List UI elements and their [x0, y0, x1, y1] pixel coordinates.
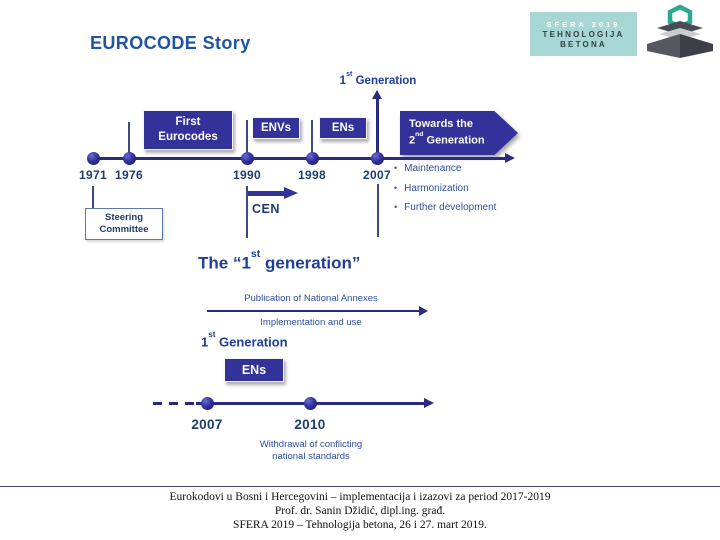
first-generation-label-2: 1st Generation: [201, 330, 288, 350]
dot-1971: [86, 152, 100, 165]
logo-betona-text: BETONA: [560, 39, 607, 49]
banner-line2: 2nd Generation: [409, 130, 485, 147]
implementation-label: Implementation and use: [260, 317, 362, 328]
implementation-arrowhead: [419, 306, 428, 316]
box-first-eurocodes: First Eurocodes: [143, 110, 233, 150]
year-2007: 2007: [363, 168, 391, 182]
tick-1998: [311, 120, 313, 154]
towards-2nd-generation-banner: Towards the 2nd Generation: [400, 111, 518, 155]
withdrawal-note: Withdrawal of conflicting national stand…: [259, 439, 363, 462]
dot-2007-lower: [200, 397, 214, 410]
bullet-harmonization: •Harmonization: [394, 182, 469, 194]
tick-1976: [128, 122, 130, 154]
year-1976: 1976: [115, 168, 143, 182]
section2-title: The “1st generation”: [198, 248, 361, 273]
footer: Eurokodovi u Bosni i Hercegovini – imple…: [0, 490, 720, 532]
maintenance-bullet-list: •Maintenance •Harmonization •Further dev…: [394, 163, 502, 222]
building-icon: [647, 4, 713, 58]
banner-line1: Towards the: [409, 118, 473, 130]
slide-title: EUROCODE Story: [90, 33, 251, 53]
dot-1998: [305, 152, 319, 165]
bullet-maintenance: •Maintenance: [394, 163, 462, 174]
logo-tehnologija-text: TEHNOLOGIJA: [542, 29, 625, 39]
timeline-1-arrowhead: [505, 153, 515, 163]
box-ens-2: ENs: [224, 358, 284, 382]
logo-sfera-text: SFERA 2019: [546, 19, 621, 29]
bullet-further-development: •Further development: [394, 202, 497, 213]
timeline-2-arrowhead: [424, 398, 434, 408]
cen-arrow-shaft: [248, 191, 284, 196]
cen-connector: [246, 186, 248, 238]
tick-1990: [246, 120, 248, 154]
year-1990: 1990: [233, 168, 261, 182]
publication-label: Publication of National Annexes: [244, 293, 378, 304]
year-1971: 1971: [79, 168, 107, 182]
dot-1976: [122, 152, 136, 165]
timeline-2-dashed-segment: [153, 402, 196, 405]
steering-connector: [92, 186, 94, 208]
dot-2007: [370, 152, 384, 165]
year-2007-lower: 2007: [191, 417, 223, 432]
dot-2010: [303, 397, 317, 410]
implementation-arrow-line: [207, 310, 419, 312]
steering-committee-box: Steering Committee: [85, 208, 163, 240]
cen-label: CEN: [252, 202, 280, 216]
up-arrowhead: [372, 90, 382, 99]
maintenance-connector: [377, 184, 379, 237]
year-2010: 2010: [294, 417, 326, 432]
box-ens: ENs: [319, 117, 367, 139]
cen-arrowhead: [284, 187, 298, 199]
year-1998: 1998: [298, 168, 326, 182]
timeline-1-line: [93, 157, 505, 160]
footer-line2: Prof. dr. Sanin Džidić, dipl.ing. građ.: [274, 505, 446, 518]
first-generation-label: 1st Generation: [339, 69, 417, 87]
up-arrow-shaft: [375, 98, 379, 158]
sfera-logo-badge: SFERA 2019 TEHNOLOGIJA BETONA: [530, 12, 637, 56]
dot-1990: [240, 152, 254, 165]
footer-line3: SFERA 2019 – Tehnologija betona, 26 i 27…: [233, 519, 487, 532]
footer-line1: Eurokodovi u Bosni i Hercegovini – imple…: [169, 491, 551, 503]
footer-divider: [0, 486, 720, 487]
box-envs: ENVs: [252, 117, 300, 139]
